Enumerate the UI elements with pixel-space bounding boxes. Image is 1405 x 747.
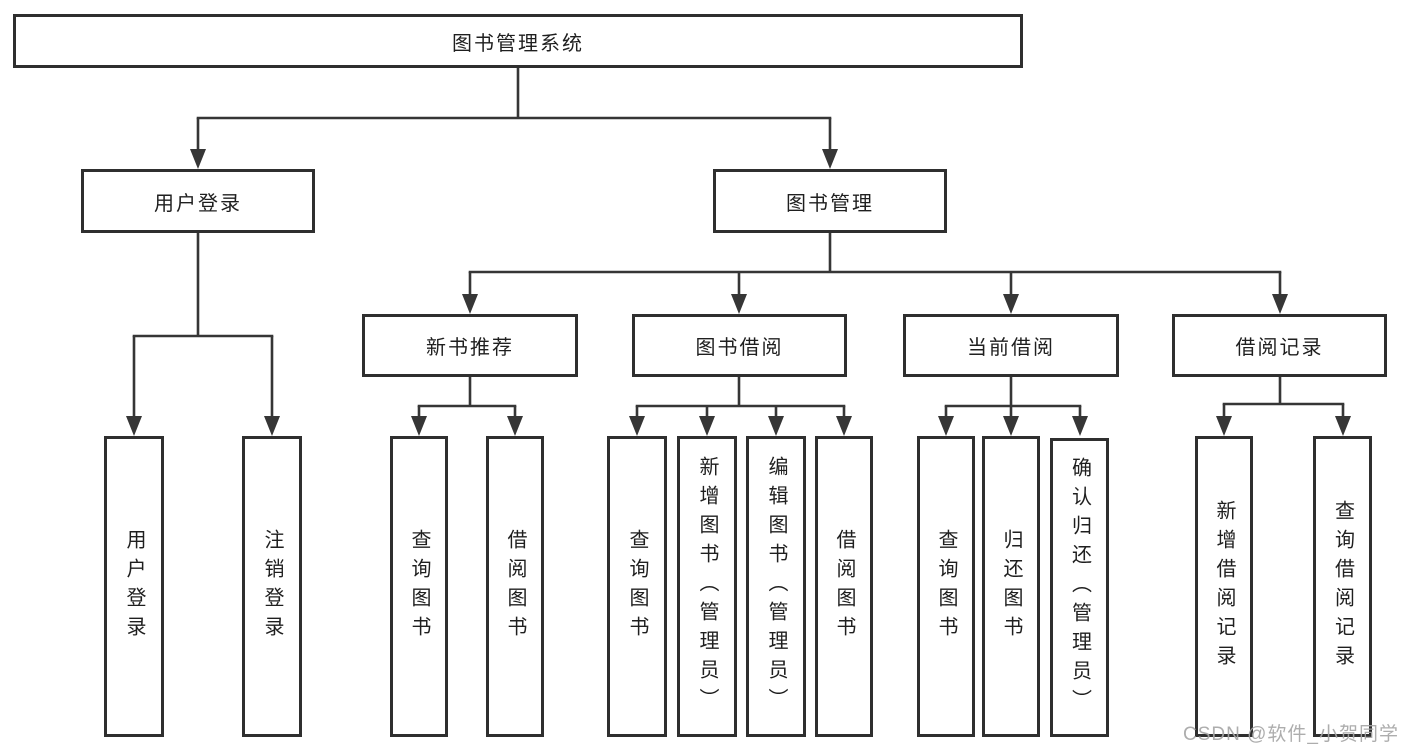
watermark: CSDN @软件_小贺同学 (1183, 724, 1399, 745)
leaf-nb-query-books-label: 查询图书 (408, 528, 430, 645)
leaf-br-query-record: 查询借阅记录 (1313, 436, 1372, 737)
leaf-bb-borrow-books-label: 借阅图书 (833, 528, 855, 645)
leaf-bb-query-books-label: 查询图书 (626, 528, 648, 645)
node-book-borrowing: 图书借阅 (632, 314, 847, 377)
leaf-bb-add-books-admin-label: 新增图书（管理员） (696, 456, 718, 717)
leaf-logout: 注销登录 (242, 436, 302, 737)
leaf-nb-borrow-books-label: 借阅图书 (504, 528, 526, 645)
node-root: 图书管理系统 (13, 14, 1023, 68)
leaf-cb-query-books-label: 查询图书 (935, 528, 957, 645)
leaf-br-query-record-label: 查询借阅记录 (1331, 499, 1354, 674)
arrowheads (126, 149, 1351, 436)
node-borrowing-records: 借阅记录 (1172, 314, 1387, 377)
leaf-cb-return-books: 归还图书 (982, 436, 1040, 737)
leaf-bb-edit-books-admin-label: 编辑图书（管理员） (765, 456, 787, 717)
leaf-bb-edit-books-admin: 编辑图书（管理员） (746, 436, 806, 737)
node-user-login: 用户登录 (81, 169, 315, 233)
leaf-bb-add-books-admin: 新增图书（管理员） (677, 436, 737, 737)
leaf-cb-confirm-return-admin: 确认归还（管理员） (1050, 438, 1109, 737)
leaf-nb-query-books: 查询图书 (390, 436, 448, 737)
leaf-nb-borrow-books: 借阅图书 (486, 436, 544, 737)
leaf-br-add-record-label: 新增借阅记录 (1213, 499, 1235, 674)
leaf-user-login: 用户登录 (104, 436, 164, 737)
node-book-management: 图书管理 (713, 169, 947, 233)
leaf-user-login-label: 用户登录 (123, 528, 145, 645)
node-new-book-recommend: 新书推荐 (362, 314, 578, 377)
node-current-borrowing: 当前借阅 (903, 314, 1119, 377)
leaf-bb-borrow-books: 借阅图书 (815, 436, 873, 737)
leaf-logout-label: 注销登录 (261, 528, 283, 645)
leaf-bb-query-books: 查询图书 (607, 436, 667, 737)
leaf-cb-query-books: 查询图书 (917, 436, 975, 737)
leaf-br-add-record: 新增借阅记录 (1195, 436, 1253, 737)
leaf-cb-return-books-label: 归还图书 (1000, 528, 1022, 645)
leaf-cb-confirm-return-admin-label: 确认归还（管理员） (1068, 457, 1091, 718)
